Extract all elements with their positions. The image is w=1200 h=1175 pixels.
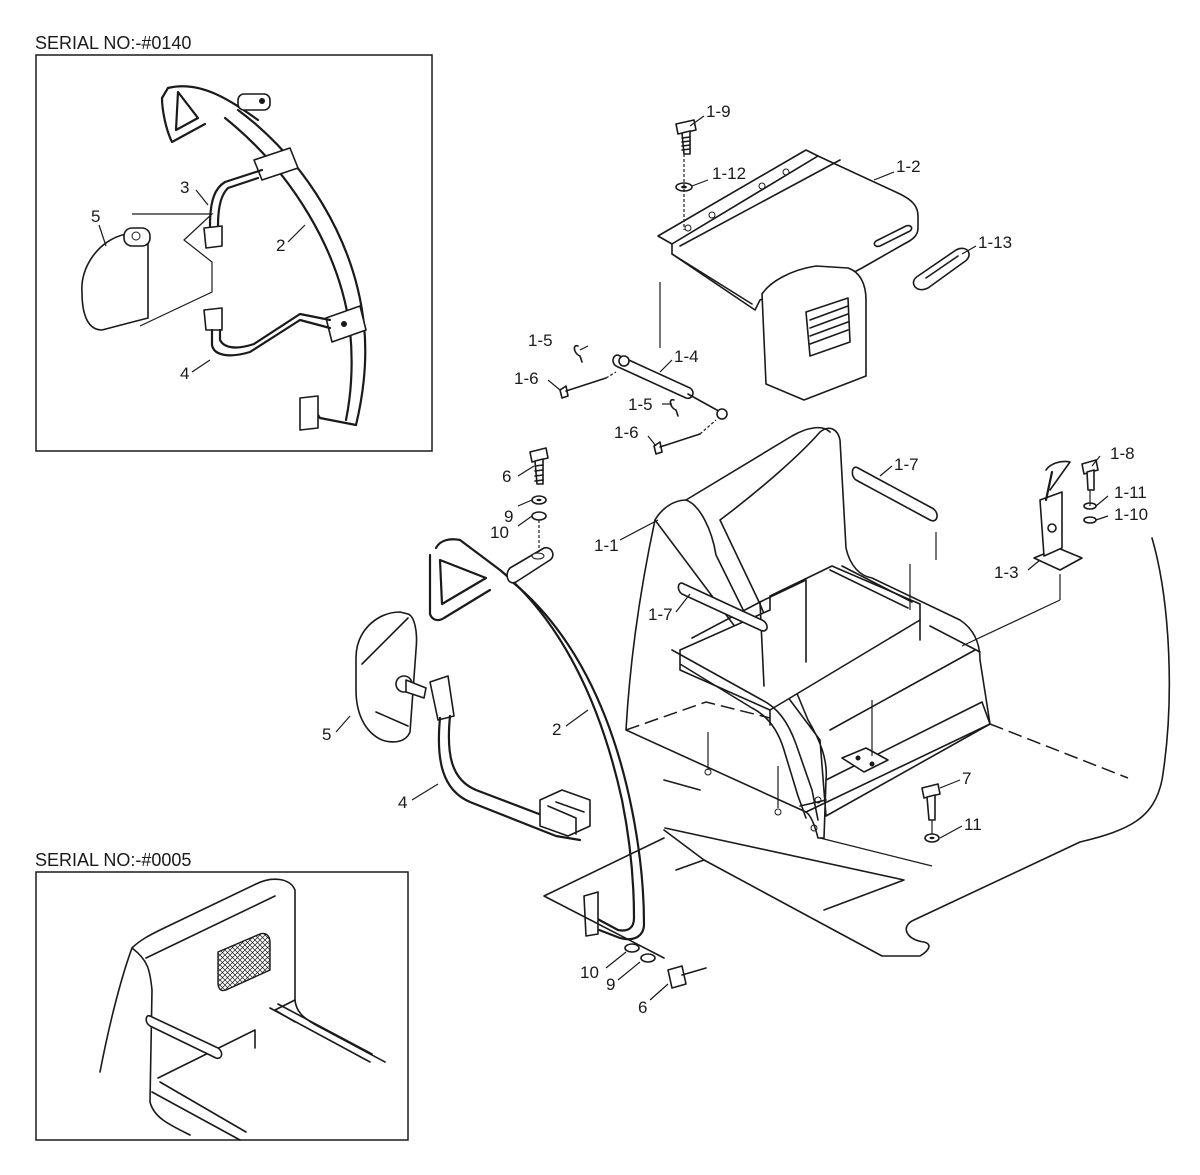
callout-1-2: 1-2 xyxy=(896,157,921,176)
callout-7: 7 xyxy=(962,769,971,788)
floor-outline xyxy=(625,490,1171,957)
callout-1-7-left: 1-7 xyxy=(648,605,673,624)
inset-bottom-header: SERIAL NO:-#0005 xyxy=(35,850,191,870)
callout-4-main: 4 xyxy=(398,793,407,812)
callout-1-6-upper: 1-6 xyxy=(514,369,539,388)
inset-bottom-drawing xyxy=(99,878,386,1141)
callout-5-main: 5 xyxy=(322,725,331,744)
callout-10-upper: 10 xyxy=(490,523,509,542)
inset-bottom-frame xyxy=(35,871,409,1141)
callout-6-upper: 6 xyxy=(502,467,511,486)
callout-1-9: 1-9 xyxy=(706,102,731,121)
callout-inset-2: 2 xyxy=(276,236,285,255)
callout-1-4: 1-4 xyxy=(674,347,699,366)
callout-1-13: 1-13 xyxy=(978,233,1012,252)
callout-1-3: 1-3 xyxy=(994,563,1019,582)
callout-1-5-upper: 1-5 xyxy=(528,331,553,350)
callout-1-10: 1-10 xyxy=(1114,505,1148,524)
callout-11: 11 xyxy=(964,815,982,834)
callout-9-lower: 9 xyxy=(606,975,615,994)
callout-inset-4: 4 xyxy=(180,364,189,383)
callout-1-6-lower: 1-6 xyxy=(614,423,639,442)
seat-cover-assembly xyxy=(657,119,970,401)
callout-inset-5: 5 xyxy=(91,207,100,226)
gas-strut-assembly xyxy=(559,344,728,455)
inset-top-drawing xyxy=(81,85,367,431)
callout-10-lower: 10 xyxy=(580,963,599,982)
inset-top-frame xyxy=(35,54,433,452)
seat-base-assembly xyxy=(625,426,1099,839)
armrest-mirror-assembly xyxy=(355,447,941,989)
callout-6-lower: 6 xyxy=(638,998,647,1017)
callout-1-7-right: 1-7 xyxy=(894,455,919,474)
callout-1-5-lower: 1-5 xyxy=(628,395,653,414)
callout-9-upper: 9 xyxy=(504,507,513,526)
callout-1-1: 1-1 xyxy=(594,536,619,555)
callout-1-11: 1-11 xyxy=(1114,483,1147,502)
inset-top-header: SERIAL NO:-#0140 xyxy=(35,33,191,53)
leader-lines xyxy=(335,115,1109,1001)
callout-1-8: 1-8 xyxy=(1110,444,1135,463)
callout-2-main: 2 xyxy=(552,720,561,739)
callout-inset-3: 3 xyxy=(180,178,189,197)
callout-1-12: 1-12 xyxy=(712,164,746,183)
